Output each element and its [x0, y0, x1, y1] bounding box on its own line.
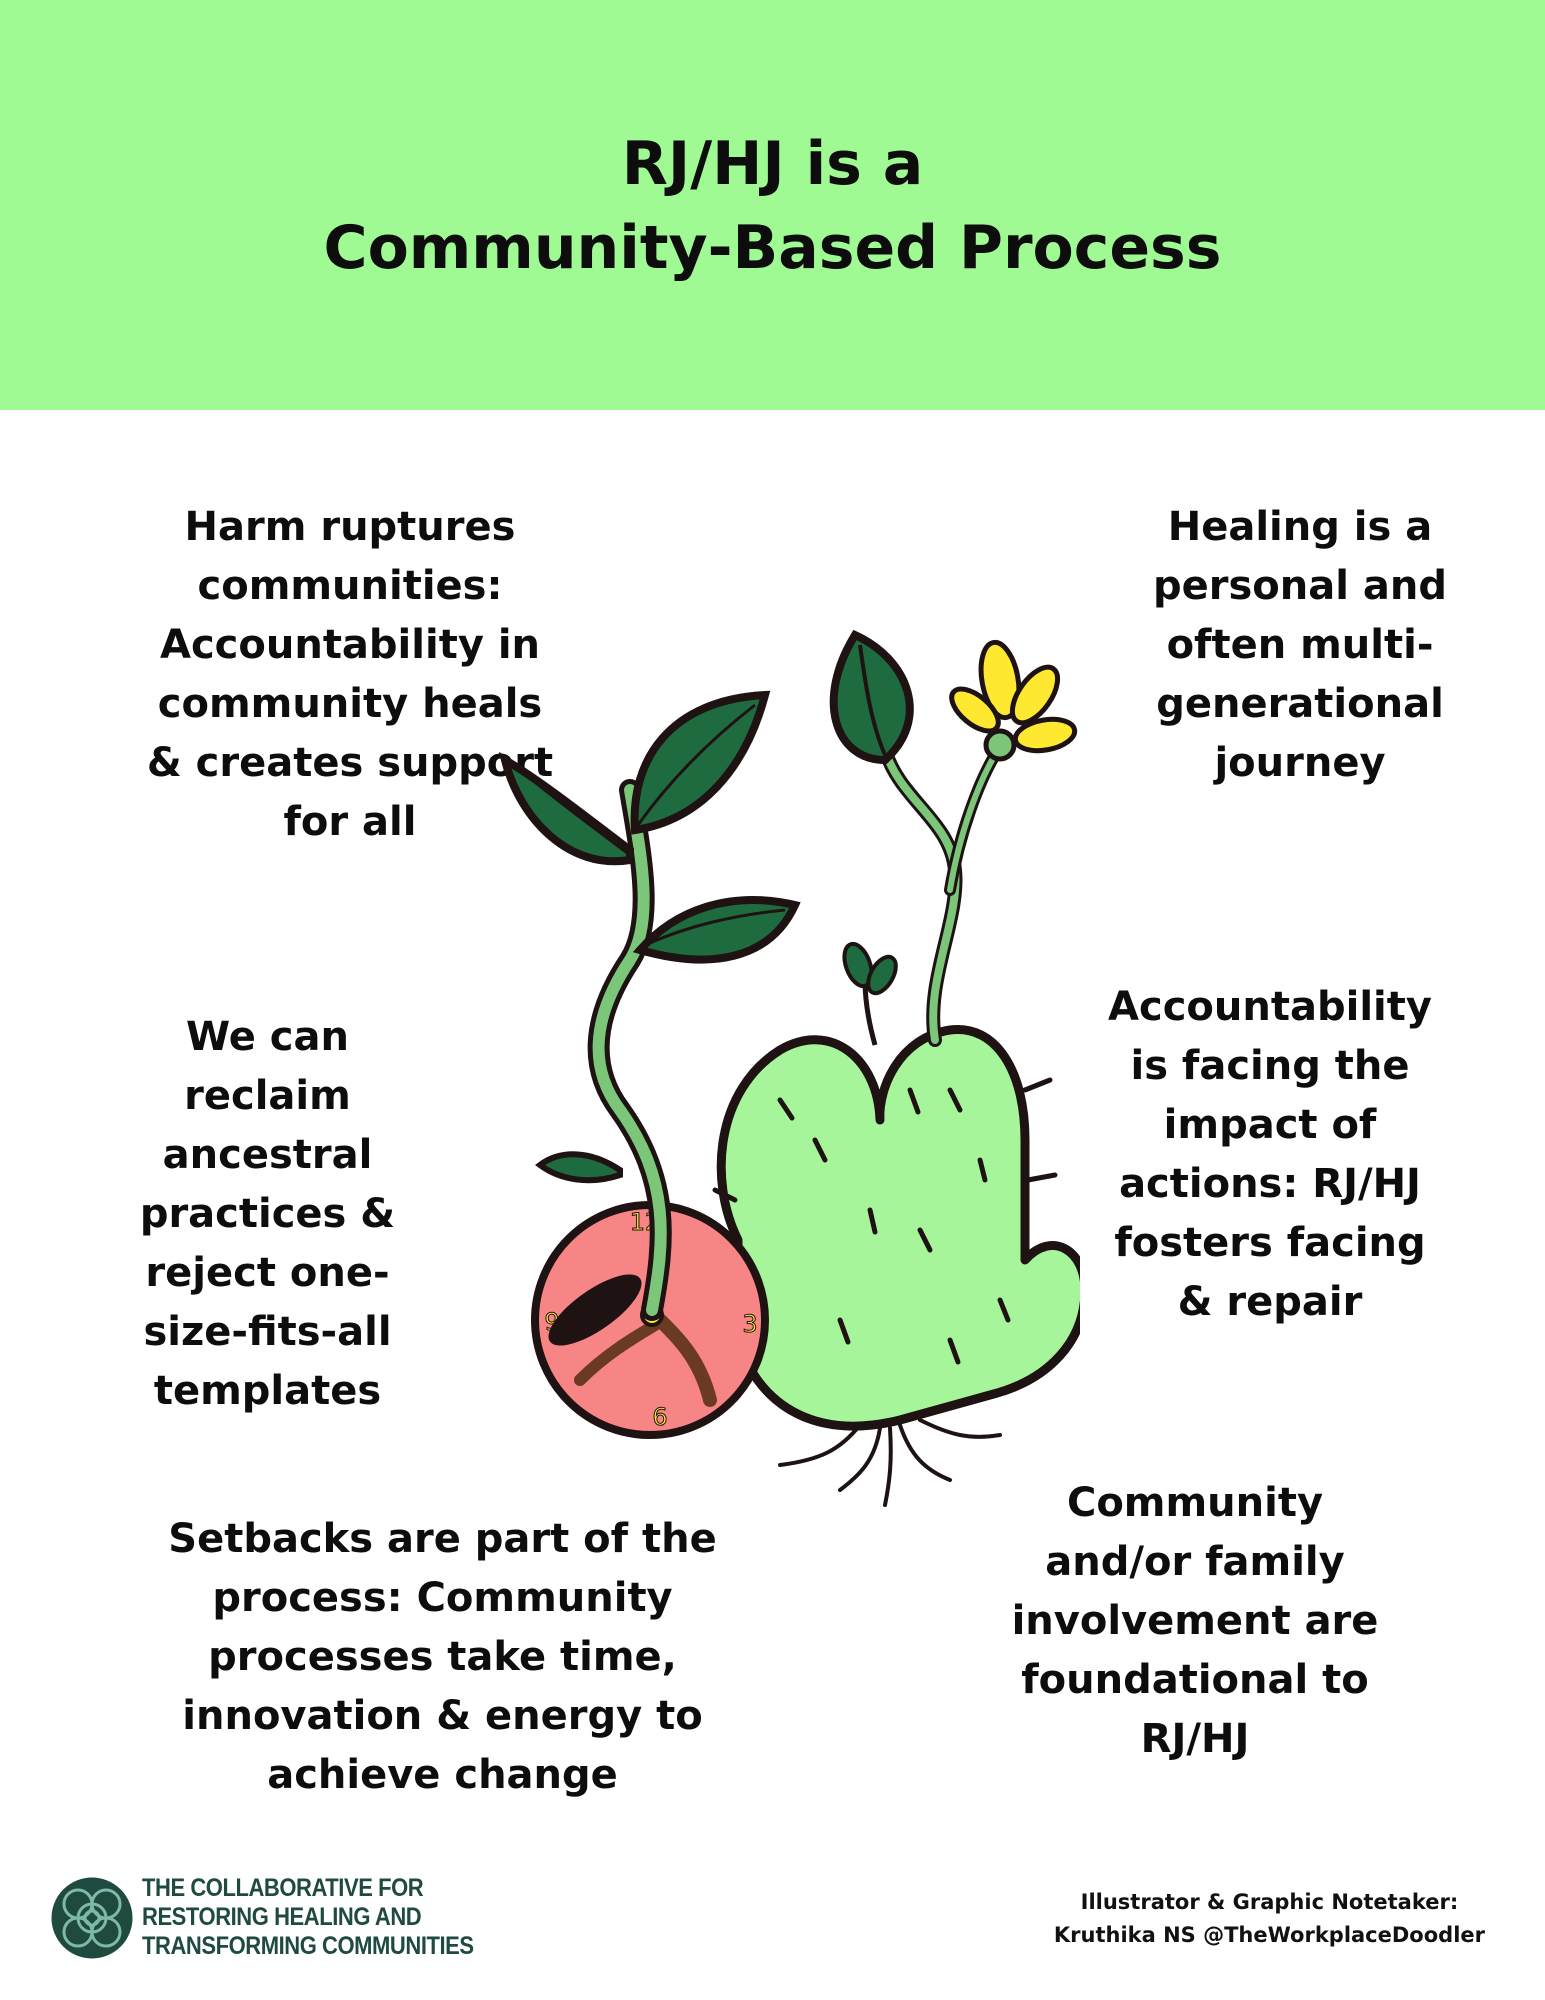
point-line: Community — [1066, 1480, 1324, 1526]
leaf-icon — [498, 751, 634, 866]
cactus-roots — [778, 1418, 1002, 1507]
illustrator-credit: Illustrator & Graphic Notetaker: Kruthik… — [1054, 1886, 1485, 1952]
point-line: generational — [1156, 681, 1444, 727]
leaf-icon — [630, 690, 771, 835]
point-line: reject one- — [145, 1250, 390, 1296]
credit-line: Illustrator & Graphic Notetaker: — [1080, 1890, 1459, 1914]
point-line: for all — [283, 799, 417, 845]
point-line: size-fits-all — [143, 1309, 392, 1355]
point-line: & repair — [1177, 1279, 1363, 1325]
point-line: fosters facing — [1114, 1220, 1426, 1266]
point-healing-journey: Healing is a personal and often multi- g… — [1100, 498, 1500, 793]
point-line: process: Community — [212, 1575, 673, 1621]
credit-line: Kruthika NS @TheWorkplaceDoodler — [1053, 1923, 1485, 1947]
collaborative-logo-icon — [51, 1877, 133, 1959]
point-line: often multi- — [1166, 622, 1434, 668]
leaf-icon — [534, 1151, 623, 1184]
page-title-line-2: Community-Based Process — [323, 213, 1222, 283]
org-line: THE COLLABORATIVE FOR — [142, 1874, 424, 1902]
point-line: practices & — [139, 1191, 396, 1237]
org-line: TRANSFORMING COMMUNITIES — [142, 1932, 474, 1960]
point-line: achieve change — [267, 1752, 618, 1798]
point-line: impact of — [1163, 1102, 1377, 1148]
point-community-involvement: Community and/or family involvement are … — [960, 1474, 1430, 1769]
organization-name: THE COLLABORATIVE FOR RESTORING HEALING … — [142, 1874, 474, 1961]
point-line: journey — [1214, 740, 1386, 786]
point-harm-ruptures: Harm ruptures communities: Accountabilit… — [100, 498, 600, 852]
sprout-leaf-icon — [842, 941, 874, 989]
clock-number: 3 — [742, 1310, 757, 1338]
org-line: RESTORING HEALING AND — [142, 1903, 422, 1931]
point-line: innovation & energy to — [182, 1693, 703, 1739]
point-line: actions: RJ/HJ — [1119, 1161, 1421, 1207]
point-line: Harm ruptures — [184, 504, 516, 550]
cactus-icon — [716, 1025, 1080, 1431]
point-setbacks: Setbacks are part of the process: Commun… — [120, 1510, 765, 1805]
point-line: Healing is a — [1167, 504, 1433, 550]
point-line: is facing the — [1130, 1043, 1410, 1089]
point-line: & creates support — [146, 740, 554, 786]
leaf-icon — [632, 896, 801, 964]
sprout-leaf-icon — [866, 954, 898, 996]
cactus-spines — [712, 1077, 1080, 1365]
point-line: We can — [186, 1014, 349, 1060]
flower-icon — [949, 639, 1078, 762]
point-line: personal and — [1153, 563, 1447, 609]
point-line: involvement are — [1011, 1598, 1379, 1644]
point-accountability: Accountability is facing the impact of a… — [1060, 978, 1480, 1332]
point-line: Accountability — [1108, 984, 1432, 1030]
clock-number: 6 — [652, 1403, 667, 1431]
plant-clock-cactus-illustration: 12 3 6 9 — [498, 629, 1080, 1507]
point-line: foundational to — [1021, 1657, 1369, 1703]
header-banner: RJ/HJ is a Community-Based Process — [0, 0, 1545, 410]
point-line: processes take time, — [208, 1634, 677, 1680]
point-line: templates — [153, 1368, 382, 1414]
point-line: ancestral — [162, 1132, 373, 1178]
point-line: Accountability in — [160, 622, 540, 668]
page-title-line-1: RJ/HJ is a — [621, 129, 924, 199]
point-line: and/or family — [1045, 1539, 1345, 1585]
point-line: reclaim — [184, 1073, 351, 1119]
point-line: community heals — [157, 681, 543, 727]
point-reclaim-practices: We can reclaim ancestral practices & rej… — [90, 1008, 445, 1421]
point-line: communities: — [197, 563, 503, 609]
point-line: Setbacks are part of the — [168, 1516, 717, 1562]
leaf-icon — [829, 629, 914, 765]
point-line: RJ/HJ — [1140, 1716, 1250, 1762]
